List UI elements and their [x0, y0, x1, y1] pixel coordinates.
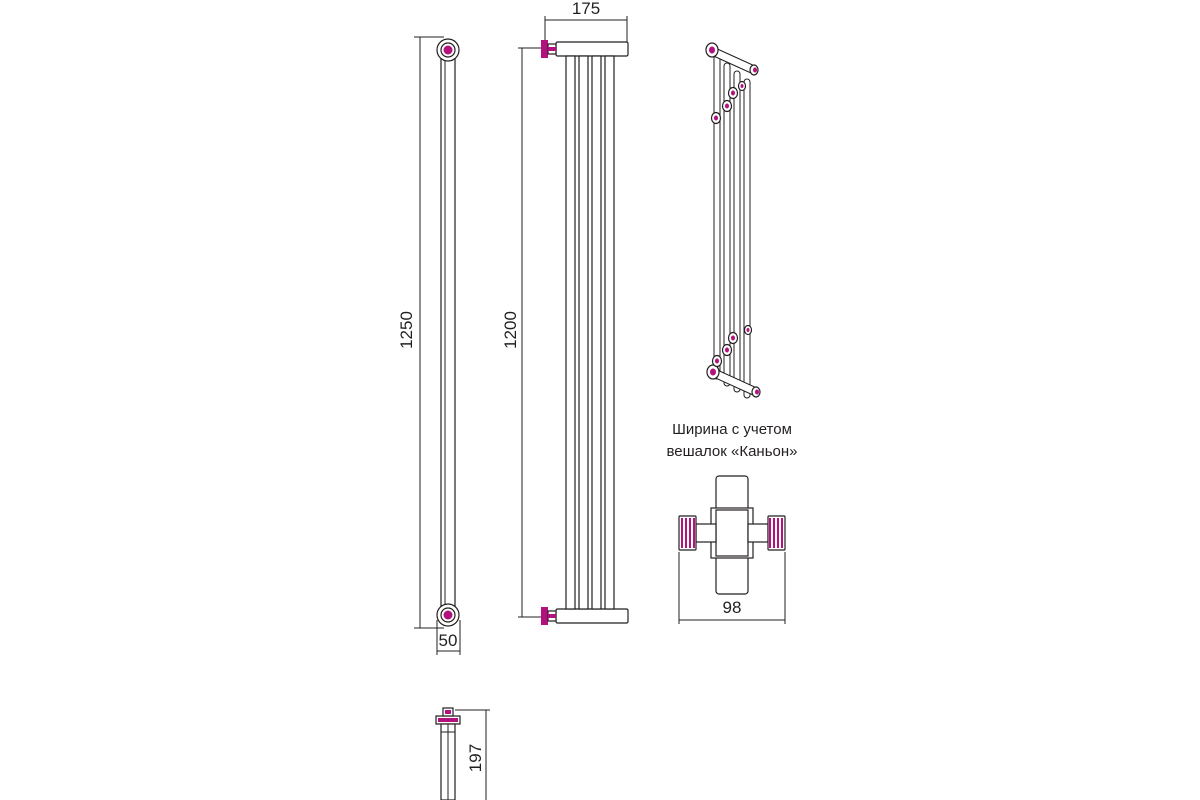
iso-hanger-lower-2-core [725, 347, 729, 353]
iso-hanger-lower-4-core [746, 328, 750, 332]
bottom-view: 197 [435, 707, 490, 800]
front-bar [440, 54, 456, 616]
side-bottom-mount-thread [548, 614, 556, 618]
front-view: 1250 50 [397, 36, 461, 655]
bottom-depth-label: 197 [466, 744, 485, 772]
iso-bottom-collector [708, 368, 760, 396]
hanger-knob-left-rib-3 [689, 518, 691, 548]
side-bottom-collector [555, 608, 629, 624]
front-width-label: 50 [439, 631, 458, 650]
side-top-mount-thread [548, 47, 556, 51]
side-view: 175 1200 [501, 0, 629, 625]
side-top-collector [555, 41, 629, 57]
iso-top-cap-core [753, 67, 757, 73]
side-tube-2 [578, 55, 589, 610]
iso-hanger-upper-4-core [740, 84, 744, 88]
side-tube-3 [591, 55, 602, 610]
hanger-knob-right-rib-3 [777, 518, 779, 548]
iso-hanger-upper-2-core [725, 103, 729, 109]
hanger-knob-right-rib-4 [781, 518, 783, 548]
side-tube-4 [604, 55, 615, 610]
hanger-width-label: 98 [723, 598, 742, 617]
hanger-knob-left-rib-2 [685, 518, 687, 548]
hanger-knob-left-rib-1 [681, 518, 683, 548]
iso-top-flange-core [709, 46, 715, 54]
side-top-mount-flange [541, 40, 548, 58]
side-width-label: 175 [572, 0, 600, 18]
iso-hanger-lower-3-core [715, 358, 719, 364]
hanger-clamp-inner [715, 509, 749, 557]
hanger-knob-left-rib-4 [693, 518, 695, 548]
iso-bottom-flange-core [710, 368, 716, 376]
hanger-knob-right-rib-1 [769, 518, 771, 548]
hanger-detail: Ширина с учетом вешалок «Каньон» 98 [666, 421, 798, 624]
iso-bottom-cap-core [755, 389, 759, 395]
hanger-rod-right [747, 523, 769, 543]
hanger-knob-left [678, 515, 697, 551]
hanger-knob-right [767, 515, 786, 551]
side-height-label: 1200 [501, 311, 520, 349]
iso-hanger-lower-1-core [731, 335, 735, 341]
hanger-rod-left [695, 523, 717, 543]
iso-hanger-upper-1-core [731, 90, 735, 96]
front-height-label: 1250 [397, 311, 416, 349]
bottom-flange-plate-accent [438, 718, 458, 722]
front-bottom-flange-core [443, 610, 453, 620]
hanger-note-line1: Ширина с учетом [672, 421, 792, 438]
side-tube-1 [565, 55, 576, 610]
iso-hanger-upper-3-core [714, 115, 718, 121]
isometric-view [705, 42, 761, 399]
hanger-note-line2: вешалок «Каньон» [666, 443, 797, 460]
bottom-mount-nut-accent [445, 710, 451, 714]
side-bottom-mount-flange [541, 607, 548, 625]
front-top-flange-core [443, 45, 453, 55]
hanger-knob-right-rib-2 [773, 518, 775, 548]
